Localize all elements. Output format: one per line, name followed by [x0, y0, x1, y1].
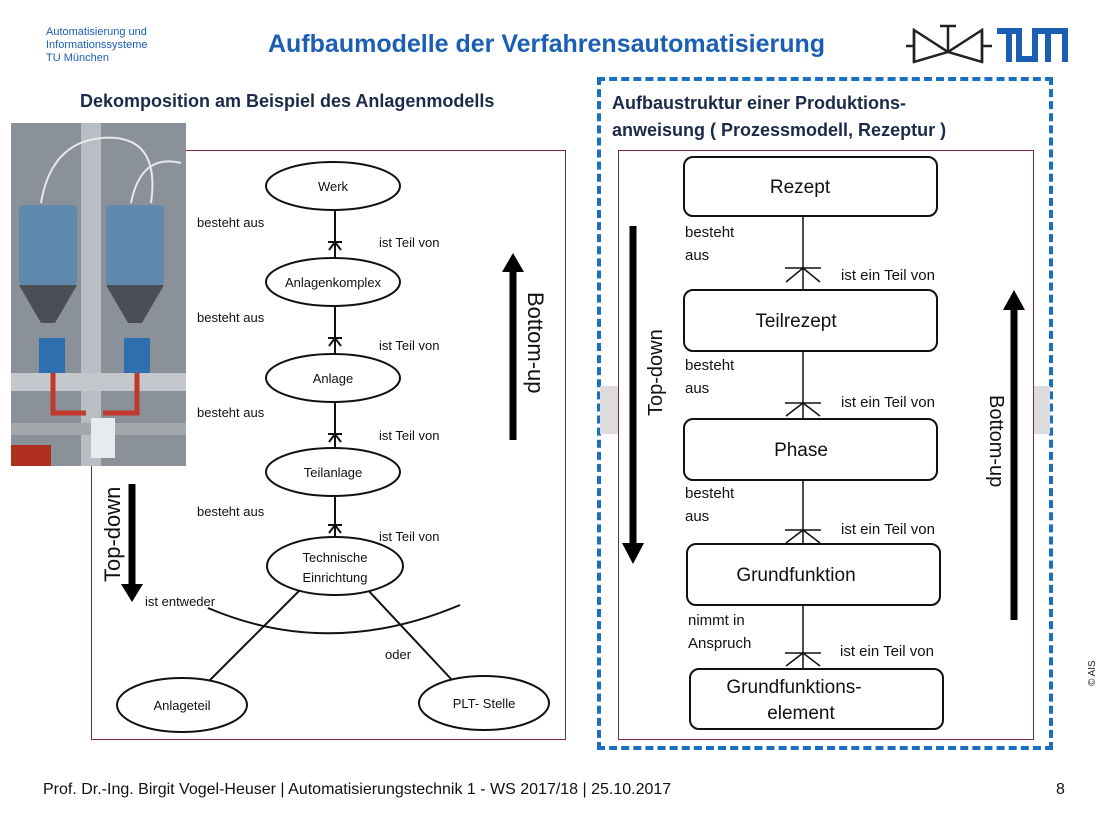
bottom-up-arrow-right — [1003, 290, 1025, 620]
label-aus-3: aus — [685, 508, 709, 525]
label-nimmt-in: nimmt in — [688, 612, 745, 629]
label-besteht-aus-4: besteht aus — [197, 504, 265, 519]
bottom-up-label-left: Bottom-up — [523, 292, 548, 394]
copyright: © AIS — [1087, 660, 1098, 686]
top-down-arrow-left — [121, 484, 143, 602]
label-werk: Werk — [318, 179, 349, 194]
label-ist-teil-von-1: ist Teil von — [379, 235, 439, 250]
page-number: 8 — [1056, 781, 1065, 798]
tum-logo — [906, 24, 1068, 64]
node-werk — [265, 161, 401, 211]
label-ist-ein-teil-von-3: ist ein Teil von — [841, 521, 935, 538]
page-title: Aufbaumodelle der Verfahrensautomatisier… — [268, 30, 826, 58]
right-subtitle: Aufbaustruktur einer Produktions- anweis… — [612, 93, 947, 140]
box-phase — [683, 418, 938, 481]
label-rezept: Rezept — [770, 177, 831, 198]
label-grundfunktions: Grundfunktions- — [726, 677, 861, 698]
label-besteht-1: besteht — [685, 224, 735, 241]
label-ist-teil-von-3: ist Teil von — [379, 428, 439, 443]
label-anlageteil: Anlageteil — [153, 698, 210, 713]
label-besteht-3: besteht — [685, 485, 735, 502]
side-tab-left — [600, 386, 618, 434]
plant-photo — [11, 123, 186, 466]
label-ist-entweder: ist entweder — [145, 594, 216, 609]
top-down-arrow-right — [622, 226, 644, 564]
box-rezept — [683, 156, 938, 217]
label-teilrezept: Teilrezept — [755, 311, 837, 332]
label-oder: oder — [385, 647, 412, 662]
label-anlagenkomplex: Anlagenkomplex — [285, 275, 382, 290]
top-down-label-right: Top-down — [645, 329, 667, 416]
label-besteht-aus-2: besteht aus — [197, 310, 265, 325]
valve-icon — [906, 24, 992, 64]
node-teilanlage — [265, 447, 401, 497]
label-einrichtung: Einrichtung — [302, 570, 367, 585]
node-technische-einrichtung — [266, 536, 404, 596]
label-ist-teil-von-2: ist Teil von — [379, 338, 439, 353]
label-grundfunktion: Grundfunktion — [736, 565, 855, 586]
label-technische: Technische — [302, 550, 367, 565]
node-anlagenkomplex — [265, 257, 401, 307]
label-besteht-aus-1: besteht aus — [197, 215, 265, 230]
node-anlage — [265, 353, 401, 403]
label-besteht-aus-3: besteht aus — [197, 405, 265, 420]
label-teilanlage: Teilanlage — [304, 465, 363, 480]
label-ist-ein-teil-von-1: ist ein Teil von — [841, 267, 935, 284]
tum-letters-icon — [997, 28, 1068, 62]
label-aus-1: aus — [685, 247, 709, 264]
top-down-label-left: Top-down — [100, 487, 125, 582]
bottom-up-arrow-left — [502, 253, 524, 440]
label-ist-ein-teil-von-2: ist ein Teil von — [841, 394, 935, 411]
bottom-up-label-right: Bottom-up — [985, 395, 1007, 487]
side-tab-right — [1034, 386, 1050, 434]
label-anspruch: Anspruch — [688, 635, 751, 652]
left-subtitle: Dekomposition am Beispiel des Anlagenmod… — [80, 91, 495, 111]
label-aus-2: aus — [685, 380, 709, 397]
box-grundfunktion — [686, 543, 941, 606]
label-ist-teil-von-4: ist Teil von — [379, 529, 439, 544]
recipe-structure-highlight — [597, 77, 1053, 750]
label-plt-stelle: PLT- Stelle — [453, 696, 516, 711]
node-plt-stelle — [418, 675, 550, 731]
label-anlage: Anlage — [313, 371, 353, 386]
institute-name: Automatisierung und Informationssysteme … — [46, 26, 148, 64]
node-anlageteil — [116, 677, 248, 733]
label-phase: Phase — [774, 440, 828, 461]
box-grundfunktionselement — [689, 668, 944, 730]
footer-text: Prof. Dr.-Ing. Birgit Vogel-Heuser | Aut… — [43, 781, 672, 798]
label-element: element — [767, 703, 835, 724]
label-ist-ein-teil-von-4: ist ein Teil von — [840, 643, 934, 660]
box-teilrezept — [683, 289, 938, 352]
label-besteht-2: besteht — [685, 357, 735, 374]
